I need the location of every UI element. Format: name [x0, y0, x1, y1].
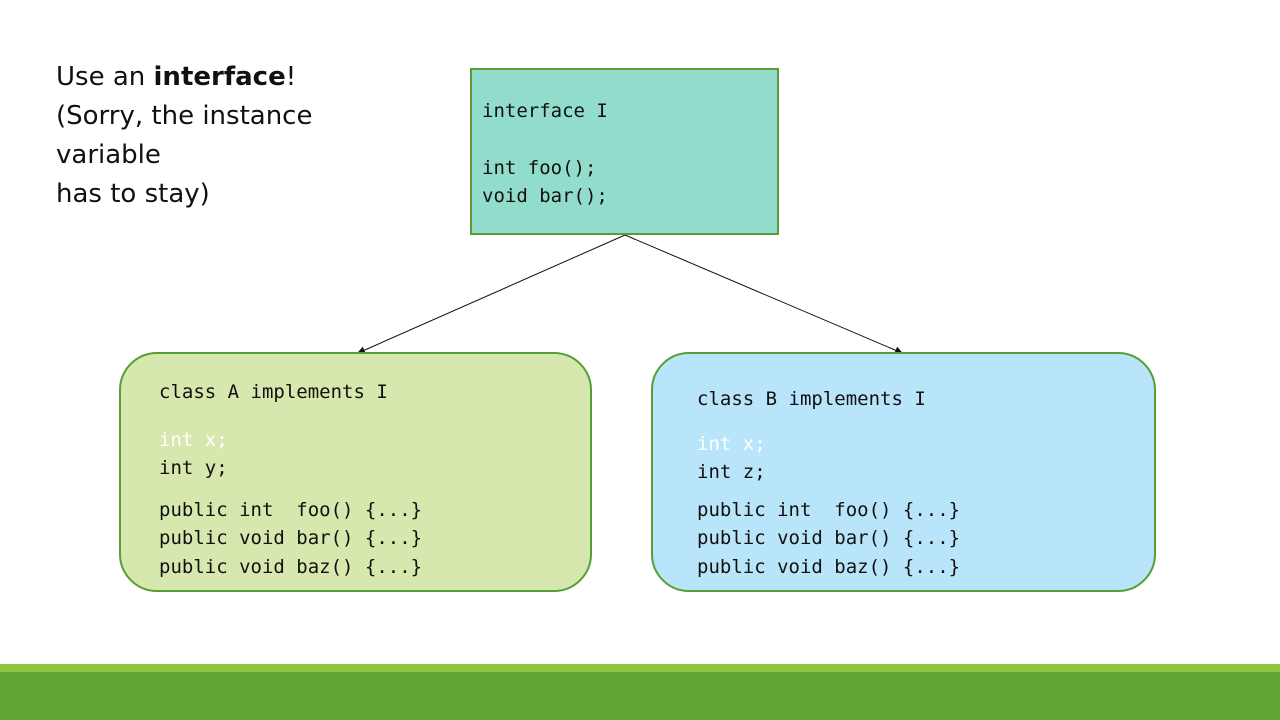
class-a-method-bar: public void bar() {...}	[159, 527, 423, 549]
class-b-method-foo: public int foo() {...}	[697, 499, 961, 521]
arrow-to-class-a	[357, 234, 626, 354]
class-a-field-y: int y;	[159, 457, 228, 479]
caption-emphasis: interface	[153, 62, 286, 92]
class-b-method-bar: public void bar() {...}	[697, 527, 961, 549]
class-a-field-x: int x;	[159, 429, 228, 451]
class-b-method-baz: public void baz() {...}	[697, 556, 961, 578]
class-a-box: class A implements I int x; int y; publi…	[119, 352, 592, 592]
interface-header: interface I	[482, 100, 608, 122]
class-b-field-x: int x;	[697, 433, 766, 455]
class-a-method-foo: public int foo() {...}	[159, 499, 423, 521]
slide-caption: Use an interface! (Sorry, the instance v…	[56, 58, 376, 214]
footer-band-light	[0, 664, 1280, 672]
caption-line-4: has to stay)	[56, 179, 210, 209]
class-a-header: class A implements I	[159, 381, 388, 403]
arrow-to-class-b	[624, 234, 903, 354]
class-b-box: class B implements I int x; int z; publi…	[651, 352, 1156, 592]
caption-line-2: (Sorry, the instance	[56, 101, 313, 131]
class-b-header: class B implements I	[697, 388, 926, 410]
caption-line-3: variable	[56, 140, 161, 170]
interface-method-foo: int foo();	[482, 157, 597, 179]
interface-method-bar: void bar();	[482, 185, 608, 207]
caption-line-1: Use an interface!	[56, 62, 297, 92]
footer-band-dark	[0, 672, 1280, 720]
class-b-field-z: int z;	[697, 461, 766, 483]
interface-i-box: interface I int foo(); void bar();	[470, 68, 779, 235]
class-a-method-baz: public void baz() {...}	[159, 556, 423, 578]
